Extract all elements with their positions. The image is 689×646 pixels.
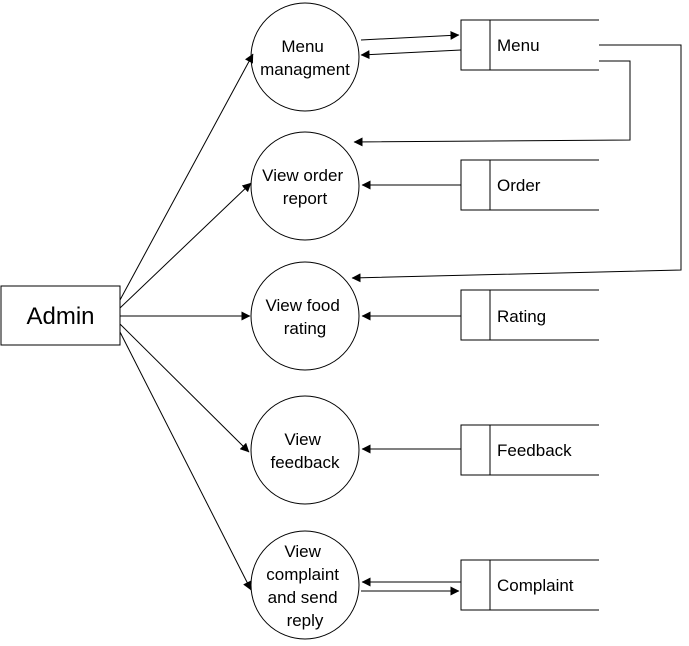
admin-entity: Admin <box>0 285 121 346</box>
flow-menu-store-to-menu-management <box>360 49 462 60</box>
datastore-menu: Menu <box>460 19 599 71</box>
process-view-complaint-reply: View complaint and send reply <box>250 530 360 640</box>
admin-entity-label: Admin <box>26 303 94 330</box>
datastore-rating: Rating <box>460 289 599 341</box>
flow-admin-to-menu-management <box>119 53 254 301</box>
flow-menu-store-to-food-rating <box>351 44 682 283</box>
process-menu-management-label: Menu managment <box>260 37 350 79</box>
process-view-order-report-label: View order report <box>262 166 348 208</box>
process-menu-management: Menu managment <box>250 2 360 112</box>
process-view-order-report: View order report <box>250 131 360 241</box>
process-view-complaint-reply-label: View complaint and send reply <box>266 542 344 630</box>
flow-menu-store-to-order-report <box>353 60 631 147</box>
admin-flows <box>119 53 254 591</box>
flow-admin-to-complaint <box>119 331 252 591</box>
flow-admin-to-feedback <box>119 323 250 453</box>
datastore-order: Order <box>460 159 599 211</box>
datastore-menu-label: Menu <box>497 36 540 55</box>
process-view-food-rating-label: View food rating <box>265 296 344 338</box>
process-view-feedback-label: View feedback <box>271 430 340 472</box>
flow-admin-to-order-report <box>119 182 252 309</box>
datastore-feedback: Feedback <box>460 424 599 476</box>
process-view-feedback: View feedback <box>250 395 360 505</box>
datastore-complaint: Complaint <box>460 559 599 611</box>
datastore-feedback-label: Feedback <box>497 441 572 460</box>
datastore-order-label: Order <box>497 176 541 195</box>
datastore-complaint-label: Complaint <box>497 576 574 595</box>
datastore-rating-label: Rating <box>497 307 546 326</box>
flow-menu-management-to-menu-store <box>360 30 460 41</box>
store-flows <box>351 30 682 596</box>
process-view-food-rating: View food rating <box>250 261 360 371</box>
